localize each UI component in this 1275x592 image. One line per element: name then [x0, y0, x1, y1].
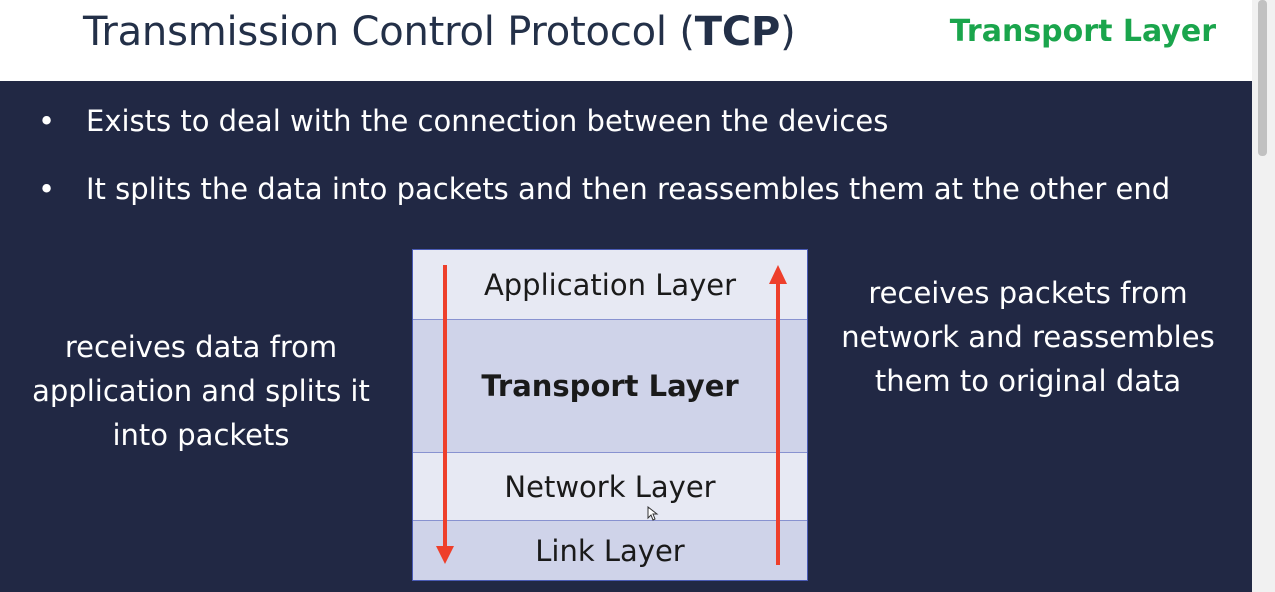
slide-header: Transmission Control Protocol (TCP) Tran…: [0, 0, 1252, 81]
right-description-line: receives packets from: [868, 276, 1188, 310]
left-description-line: receives data from: [64, 330, 338, 364]
left-description-line: into packets: [112, 418, 290, 452]
layer-application: Application Layer: [413, 250, 807, 319]
section-label: Transport Layer: [949, 14, 1216, 49]
slide-title: Transmission Control Protocol (TCP): [83, 9, 796, 55]
bullet-dot: •: [38, 104, 56, 138]
layer-transport: Transport Layer: [413, 319, 807, 452]
left-description: receives data from application and split…: [16, 325, 386, 457]
right-description-line: network and reassembles: [841, 320, 1215, 354]
right-description: receives packets from network and reasse…: [826, 271, 1230, 403]
bullet-text: Exists to deal with the connection betwe…: [86, 104, 889, 138]
bullet-dot: •: [38, 172, 56, 206]
mouse-pointer-icon: [647, 506, 659, 521]
scrollbar-thumb[interactable]: [1258, 0, 1267, 156]
title-prefix: Transmission Control Protocol (: [83, 9, 695, 55]
layer-link: Link Layer: [413, 520, 807, 580]
bullet-item-packets: • It splits the data into packets and the…: [38, 172, 1170, 206]
title-suffix: ): [780, 9, 796, 55]
right-description-line: them to original data: [874, 364, 1182, 398]
left-description-line: application and splits it: [32, 374, 370, 408]
layer-network: Network Layer: [413, 452, 807, 520]
bullet-item-connection: • Exists to deal with the connection betw…: [38, 104, 888, 138]
bullet-text: It splits the data into packets and then…: [86, 172, 1171, 206]
layer-stack: Application Layer Transport Layer Networ…: [412, 249, 808, 581]
title-acronym: TCP: [694, 9, 781, 55]
vertical-scrollbar[interactable]: [1252, 0, 1275, 592]
